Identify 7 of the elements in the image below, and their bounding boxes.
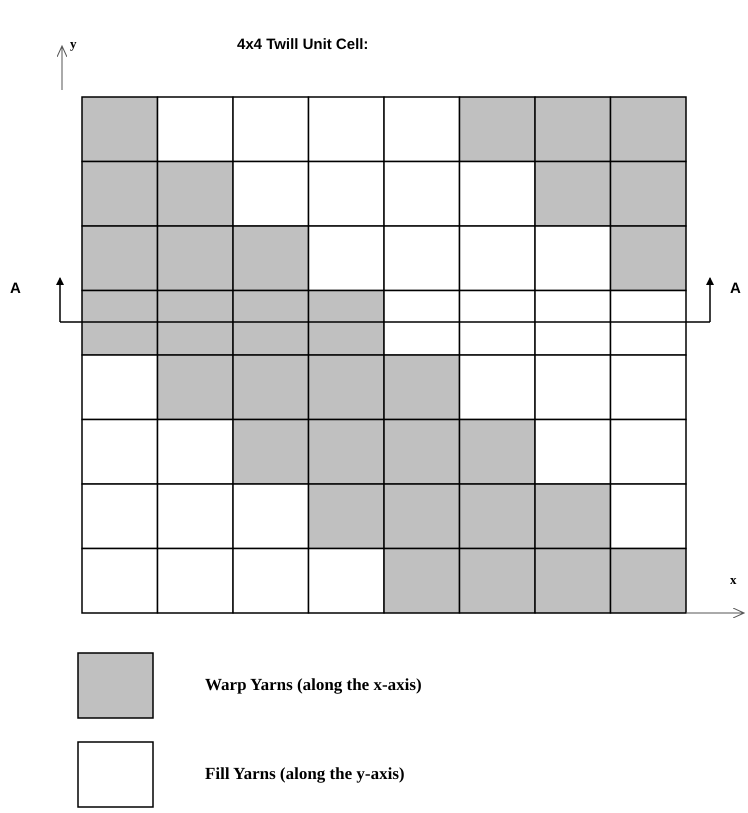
axis-label: x <box>730 572 736 588</box>
section-label: A <box>10 280 21 297</box>
legend-label: Fill Yarns (along the y-axis) <box>205 764 405 784</box>
legend-label: Warp Yarns (along the x-axis) <box>205 675 422 695</box>
section-label: A <box>730 280 741 297</box>
axis-label: y <box>70 36 76 52</box>
diagram-title: 4x4 Twill Unit Cell: <box>237 36 368 53</box>
